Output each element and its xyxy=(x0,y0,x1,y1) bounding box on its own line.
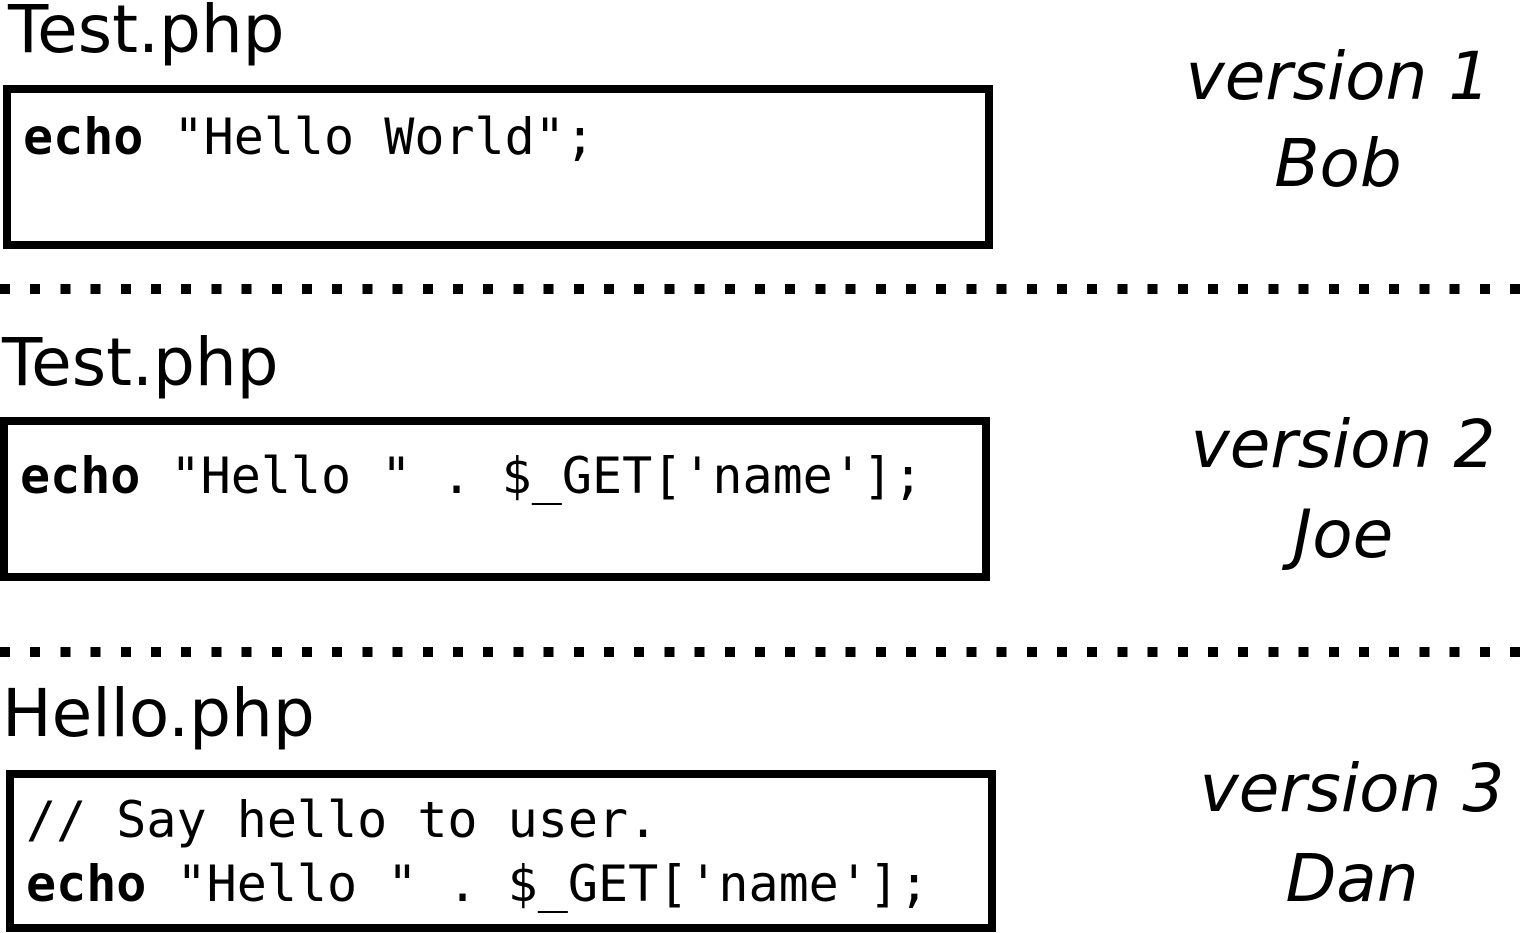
author-name-3: Dan xyxy=(1285,840,1419,917)
dotted-divider-1 xyxy=(0,284,1528,294)
code-text: "Hello World"; xyxy=(143,108,595,166)
file-name-version-3: Hello.php xyxy=(2,675,315,752)
code-box-version-3: // Say hello to user. echo "Hello " . $_… xyxy=(6,770,996,932)
code-keyword: echo xyxy=(20,447,141,505)
code-line: echo "Hello " . $_GET['name']; xyxy=(26,859,929,909)
code-box-version-2: echo "Hello " . $_GET['name']; xyxy=(0,417,990,581)
code-keyword: echo xyxy=(23,108,144,166)
code-comment: // Say hello to user. xyxy=(26,791,659,849)
version-number-3: version 3 xyxy=(1199,750,1505,827)
code-comment-line: // Say hello to user. xyxy=(26,795,658,845)
dotted-divider-2 xyxy=(0,647,1528,657)
code-line: echo "Hello " . $_GET['name']; xyxy=(20,451,923,501)
file-name-version-1: Test.php xyxy=(8,0,285,68)
code-keyword: echo xyxy=(26,855,147,913)
code-text: "Hello " . $_GET['name']; xyxy=(140,447,924,505)
version-number-2: version 2 xyxy=(1190,406,1496,483)
file-name-version-2: Test.php xyxy=(2,324,279,401)
author-name-2: Joe xyxy=(1292,496,1394,573)
author-name-1: Bob xyxy=(1274,125,1402,202)
code-box-version-1: echo "Hello World"; xyxy=(3,85,993,249)
code-text: "Hello " . $_GET['name']; xyxy=(146,855,930,913)
version-number-1: version 1 xyxy=(1185,38,1491,115)
code-line: echo "Hello World"; xyxy=(23,112,595,162)
